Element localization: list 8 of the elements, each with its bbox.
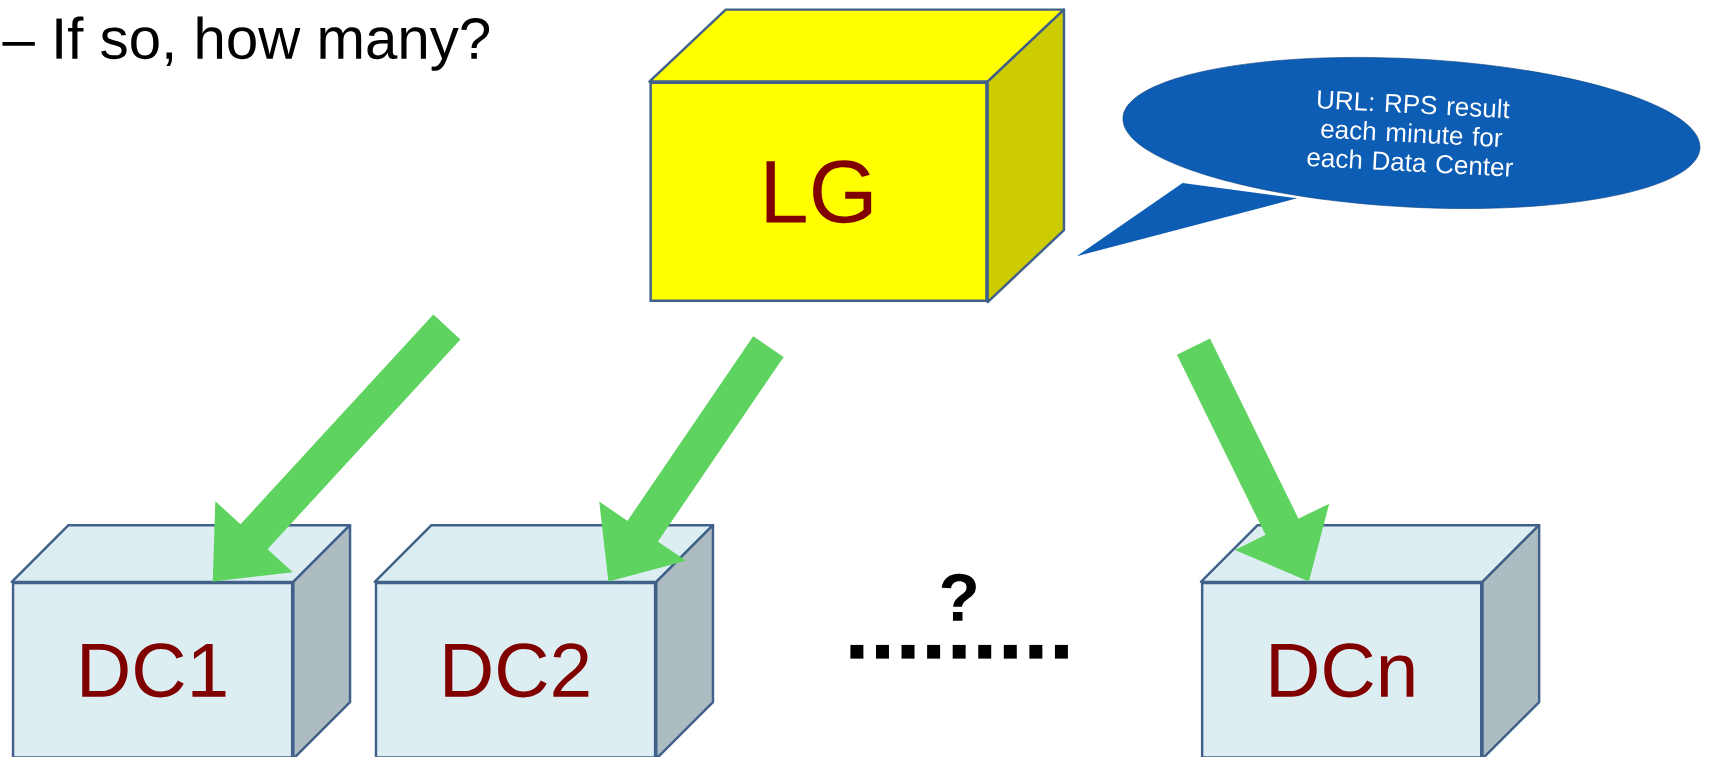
question-text: – If so, how many?: [2, 16, 490, 71]
box-drawing: DC2: [373, 523, 715, 757]
box-drawing: LG: [648, 8, 1066, 304]
ellipsis-dots: .........: [850, 644, 1068, 659]
box-drawing: DC1: [10, 523, 352, 757]
box-drawing: DCn: [1199, 523, 1541, 757]
speech-bubble: URL: RPS result each minute for each Data Center: [1076, 57, 1701, 256]
question-mark: ?: [941, 573, 976, 621]
